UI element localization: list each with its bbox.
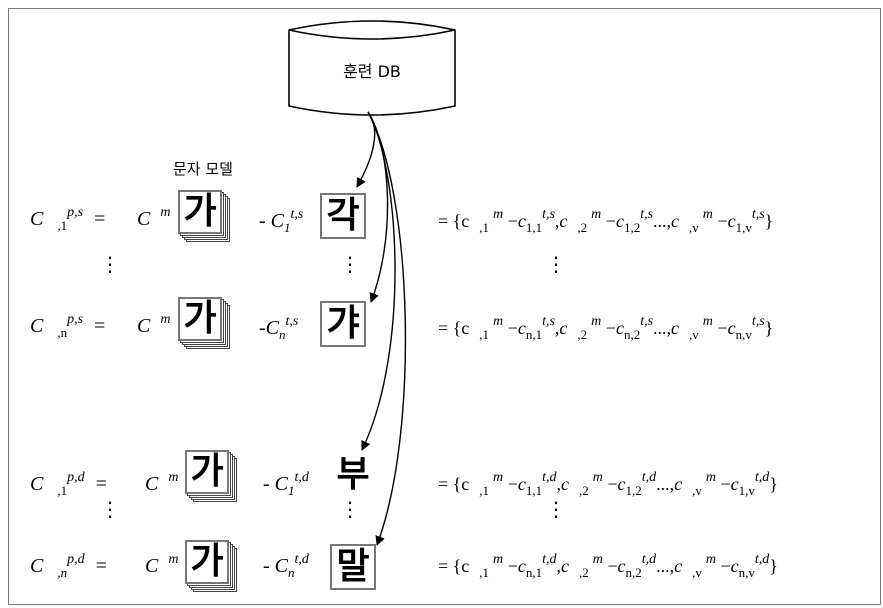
row-d1-target-glyph: 부	[330, 452, 376, 498]
vdots-rhs-s: ⋮	[546, 252, 566, 276]
lhs-base: C	[30, 315, 44, 337]
template-glyph: 가	[190, 541, 224, 582]
target-glyph: 각	[326, 195, 360, 236]
template-glyph: 가	[183, 298, 217, 339]
row-s1-template-stack: 가	[178, 190, 230, 242]
target-sup: t,s	[290, 207, 304, 222]
diagram-frame	[8, 8, 881, 605]
arrow-to-row-d1	[361, 111, 396, 451]
arrow-to-row-s1	[356, 111, 376, 188]
vdots-lhs-s: ⋮	[100, 252, 120, 276]
arrow-to-row-dn	[367, 111, 407, 546]
row-dn-rhs: = {c,1m −cn,1t,d,c,2m −cn,2t,d...,c,vm −…	[438, 552, 778, 580]
db-label: 훈련 DB	[343, 62, 401, 81]
arrow-to-row-sn	[367, 111, 389, 303]
lhs-base: C	[30, 208, 44, 230]
template-glyph: 가	[183, 191, 217, 232]
row-sn-lhs: C,np,s =	[30, 312, 106, 340]
lhs-sup: p,s	[67, 205, 84, 220]
row-dn-target-glyph: 말	[330, 544, 376, 590]
vdots-target-d: ⋮	[340, 497, 360, 521]
cylinder-database-icon	[288, 20, 456, 116]
target-glyph: 말	[336, 546, 370, 587]
row-d1-target-label: - C1t,d	[263, 470, 309, 498]
lhs-base: C	[30, 473, 44, 495]
equals-sign: =	[95, 555, 107, 577]
vdots-target-s: ⋮	[340, 252, 360, 276]
row-sn-rhs: = {c,1m −cn,1t,s,c,2m −cn,2t,s...,c,vm −…	[438, 314, 774, 342]
target-glyph: 갸	[326, 303, 360, 344]
minus-sign: -	[259, 210, 266, 232]
lhs-sub: ,1	[57, 218, 68, 233]
rhs-open: = {c	[438, 211, 470, 231]
row-dn-lhs: C,np,d =	[30, 552, 107, 580]
row-sn-template-stack: 가	[178, 297, 230, 349]
row-d1-lhs: C,1p,d =	[30, 470, 107, 498]
vdots-rhs-d: ⋮	[546, 497, 566, 521]
row-s1-rhs: = {c,1m −c1,1t,s,c,2m −c1,2t,s...,c,vm −…	[438, 207, 774, 235]
lhs-base: C	[30, 555, 44, 577]
target-sub: 1	[284, 220, 291, 235]
equals-sign: =	[94, 208, 106, 230]
row-dn-template-stack: 가	[185, 540, 237, 592]
training-db: 훈련 DB	[287, 18, 457, 118]
model-base: C	[137, 208, 151, 230]
vdots-lhs-d: ⋮	[100, 497, 120, 521]
equals-sign: =	[94, 315, 106, 337]
model-sup: m	[160, 205, 171, 220]
row-s1-target-label: - C1t,s	[259, 207, 303, 236]
character-model-label: 문자 모델	[173, 160, 233, 178]
row-s1-target-glyph: 각	[320, 193, 366, 239]
target-glyph: 부	[336, 454, 370, 495]
template-glyph: 가	[190, 451, 224, 492]
row-dn-target-label: - Cnt,d	[263, 552, 309, 580]
row-sn-target-label: -Cnt,s	[259, 314, 299, 342]
equals-sign: =	[95, 473, 107, 495]
row-s1-lhs: C ,1p,s =	[30, 205, 105, 234]
target-base: C	[270, 210, 285, 232]
row-sn-target-glyph: 갸	[320, 301, 366, 347]
row-d1-rhs: = {c,1m −c1,1t,d,c,2m −c1,2t,d...,c,vm −…	[438, 470, 778, 498]
row-d1-template-stack: 가	[185, 450, 237, 502]
